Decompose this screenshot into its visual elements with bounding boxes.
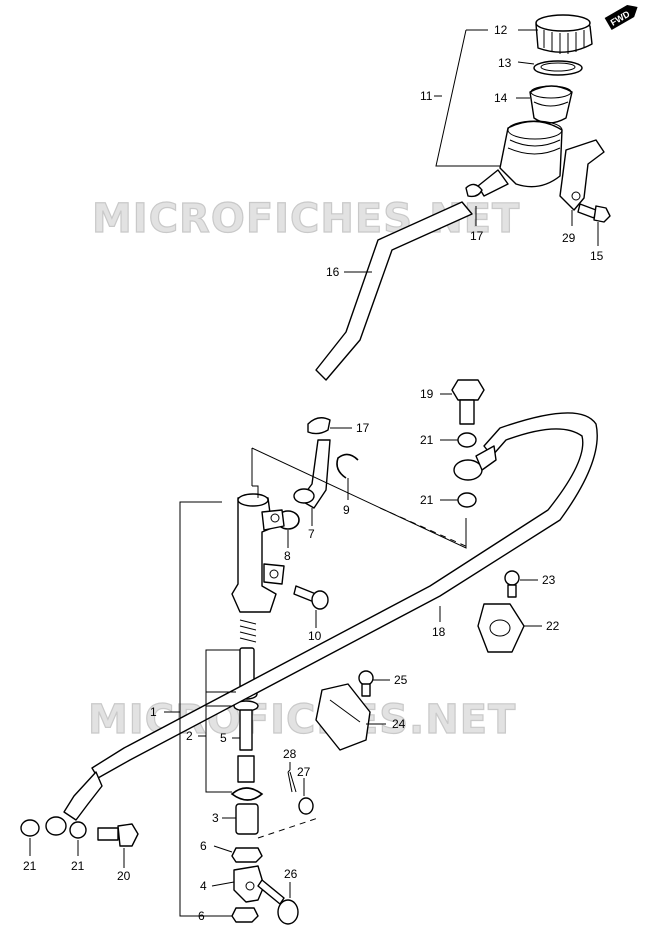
washer-21-lower-left [20,819,40,837]
hose-clamp-17-bottom [307,417,331,435]
callout-21-lower-mid: 21 [71,859,85,873]
nut-6-upper [231,847,263,863]
washer-27 [298,797,314,815]
callout-11: 11 [420,89,433,103]
reservoir-cap [535,14,593,54]
diaphragm [529,85,573,124]
washer-21-lower-mid [69,821,87,839]
callout-26: 26 [284,867,298,881]
callout-19: 19 [420,387,434,401]
callout-6-upper: 6 [200,839,207,853]
callout-16: 16 [326,265,340,279]
bolt-23 [504,570,520,598]
callout-5: 5 [220,731,227,745]
union-bolt-20 [97,823,139,847]
callout-3: 3 [212,811,219,825]
washer-21-middle [457,492,477,508]
callout-21-upper: 21 [420,433,434,447]
cotter-pin-28 [287,769,297,793]
clevis-4 [233,865,265,903]
callout-23: 23 [542,573,556,587]
hose-fitting-lower [45,771,103,836]
bolt-25 [358,670,374,697]
callout-6-lower: 6 [198,909,205,923]
callout-4: 4 [200,879,207,893]
hose-clamp-24 [315,683,371,751]
callout-12: 12 [494,23,508,37]
callout-27: 27 [297,765,311,779]
bolt-10 [293,585,329,610]
reservoir-hose [315,201,473,381]
nut-6-lower [231,907,259,923]
diaphragm-plate [533,60,583,76]
callout-20: 20 [117,869,131,883]
callout-17-top: 17 [470,229,484,243]
boot-3 [235,803,259,835]
hose-clamp-22 [477,603,525,653]
reservoir-tank [477,120,563,197]
reservoir-bracket [559,139,605,211]
callout-2: 2 [186,729,193,743]
push-rod-5 [239,709,253,751]
bolt-15 [577,203,611,223]
circlip [336,453,359,479]
push-rod-nut [237,755,255,783]
hose-clamp-17-top [465,183,483,198]
callout-15: 15 [590,249,604,263]
retainer-circlip [230,787,264,801]
callout-28: 28 [283,747,297,761]
callout-8: 8 [284,549,291,563]
callout-9: 9 [343,503,350,517]
callout-29: 29 [562,231,576,245]
clevis-pin-26 [257,879,299,925]
union-bolt-19 [451,379,485,425]
callout-1: 1 [150,705,157,719]
callout-13: 13 [498,56,512,70]
fwd-badge: FWD [604,4,638,31]
callout-18: 18 [432,625,446,639]
callout-labels: 12 13 11 14 17 29 15 16 17 19 21 21 9 7 … [23,23,604,923]
callout-17-lower: 17 [356,421,370,435]
master-cylinder [231,485,285,613]
callout-7: 7 [308,527,315,541]
callout-25: 25 [394,673,408,687]
callout-10: 10 [308,629,322,643]
callout-21-lower-left: 21 [23,859,37,873]
callout-21-middle: 21 [420,493,434,507]
washer-21-upper [457,432,477,448]
spring [239,619,257,643]
callout-24: 24 [392,717,406,731]
hose-joint [293,439,331,509]
leader-lines [29,29,599,917]
callout-22: 22 [546,619,560,633]
callout-14: 14 [494,91,508,105]
hose-fitting-upper [453,445,497,481]
